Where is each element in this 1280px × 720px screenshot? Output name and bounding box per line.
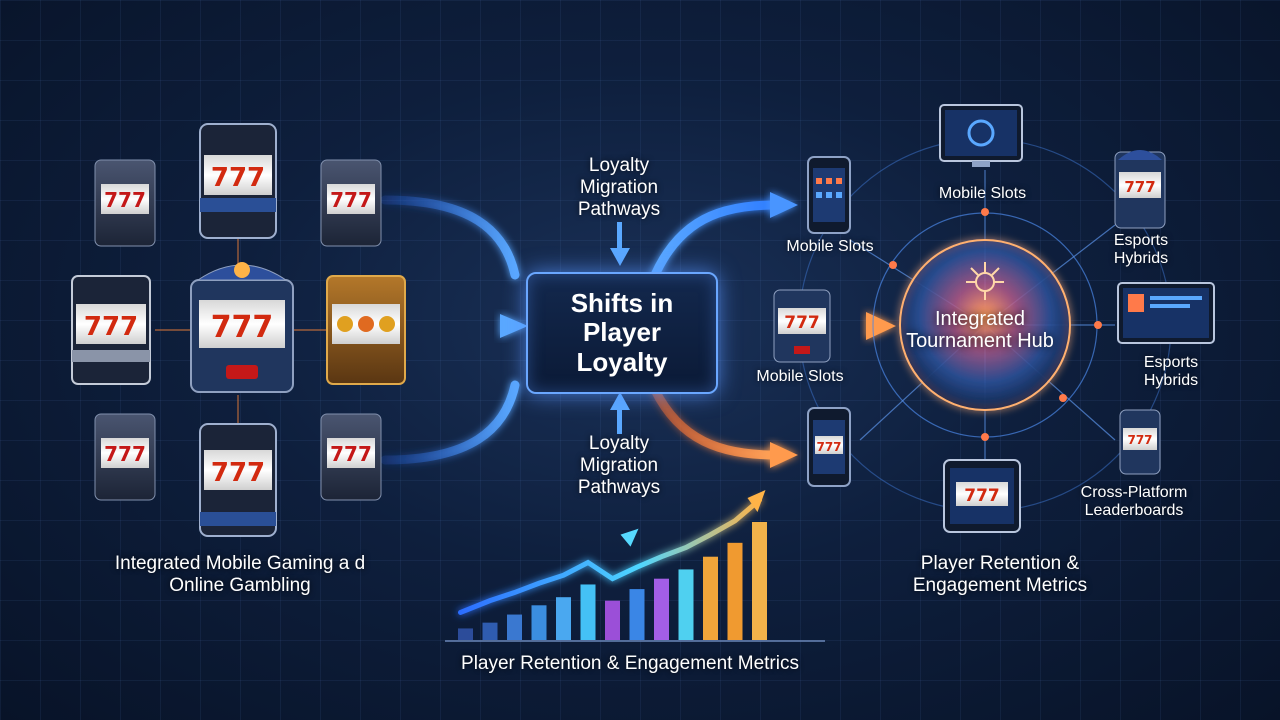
chart-bar: [654, 578, 669, 640]
chart-bar: [458, 628, 473, 640]
trend-arrowhead-orange: [747, 490, 766, 512]
mobile-slots-label-top: Mobile Slots: [786, 238, 874, 255]
slot-device-mid-right: [326, 275, 406, 385]
chart-bar: [556, 597, 571, 640]
svg-text:777: 777: [784, 313, 820, 333]
left-connectors: [155, 238, 328, 423]
metrics-caption: Player Retention & Engagement Metrics: [461, 653, 799, 674]
svg-text:777: 777: [84, 312, 138, 342]
trend-line: [458, 497, 762, 615]
slot-device-mid-left: 777: [71, 275, 151, 385]
svg-text:777: 777: [211, 163, 265, 193]
hub-sphere: [899, 239, 1071, 411]
chart-bar: [605, 600, 620, 640]
leaderboard-slot-icon: 777: [1119, 409, 1161, 475]
svg-text:777: 777: [211, 310, 274, 345]
svg-text:777: 777: [330, 442, 372, 466]
chart-bar: [703, 556, 718, 640]
left-section-caption: Integrated Mobile Gaming a d Online Gamb…: [114, 553, 366, 596]
hub-label: Integrated Tournament Hub: [906, 308, 1054, 353]
label-arrows: [610, 222, 630, 434]
chart-bar: [507, 614, 522, 640]
svg-text:777: 777: [1127, 433, 1152, 447]
svg-text:777: 777: [104, 188, 146, 212]
esports-cabinet-icon: 777: [1114, 150, 1166, 229]
esports-monitor-icon: [1117, 282, 1215, 344]
shifts-in-loyalty-box: Shifts in Player Loyalty: [526, 272, 718, 394]
esports-label-mid: Esports Hybrids: [1143, 354, 1199, 390]
chart-bar: [752, 522, 767, 640]
chart-bar: [482, 622, 498, 640]
mobile-slots-label-monitor: Mobile Slots: [938, 185, 1027, 202]
hub-network-icon: [966, 262, 1004, 300]
pathway-label-top: Loyalty Migration Pathways: [577, 155, 661, 220]
chart-bar: [727, 542, 743, 640]
mobile-slots-label-mid: Mobile Slots: [756, 368, 844, 385]
chart-bar: [678, 569, 694, 640]
svg-text:777: 777: [964, 486, 1000, 506]
svg-text:777: 777: [211, 458, 265, 488]
incoming-arrowhead: [500, 314, 528, 338]
slot-machine-center: 777: [190, 262, 294, 393]
esports-label-top: Esports Hybrids: [1113, 232, 1169, 268]
pathway-label-bottom: Loyalty Migration Pathways: [577, 433, 661, 498]
incoming-flows: [380, 195, 520, 465]
slot-device-bottom-phone: 777: [199, 423, 277, 537]
chart-bar: [629, 589, 645, 640]
svg-text:777: 777: [104, 442, 146, 466]
mobile-phone-top-icon: [807, 156, 851, 234]
trend-arrowhead-cyan: [620, 528, 639, 547]
slot-device-bottom-left: 777: [94, 413, 156, 501]
svg-text:777: 777: [1124, 178, 1155, 196]
slot-device-bottom-right: 777: [320, 413, 382, 501]
orbit-nodes: [889, 208, 1102, 441]
svg-text:777: 777: [330, 188, 372, 212]
cross-platform-label: Cross-Platform Leaderboards: [1080, 484, 1188, 520]
svg-text:777: 777: [816, 440, 841, 454]
chart-bar: [580, 584, 596, 640]
desktop-monitor-icon: [939, 104, 1023, 167]
center-title: Shifts in Player Loyalty: [570, 287, 674, 377]
right-caption: Player Retention & Engagement Metrics: [912, 553, 1088, 596]
chart-bar: [531, 605, 547, 640]
slot-device-top-phone: 777: [199, 123, 277, 239]
mini-slot-machine-icon: 777: [773, 289, 831, 363]
slot-device-top-right: 777: [320, 159, 382, 247]
tablet-icon: 777: [943, 459, 1021, 533]
mobile-phone-bottom-icon: 777: [807, 407, 851, 487]
slot-device-top-left: 777: [94, 159, 156, 247]
